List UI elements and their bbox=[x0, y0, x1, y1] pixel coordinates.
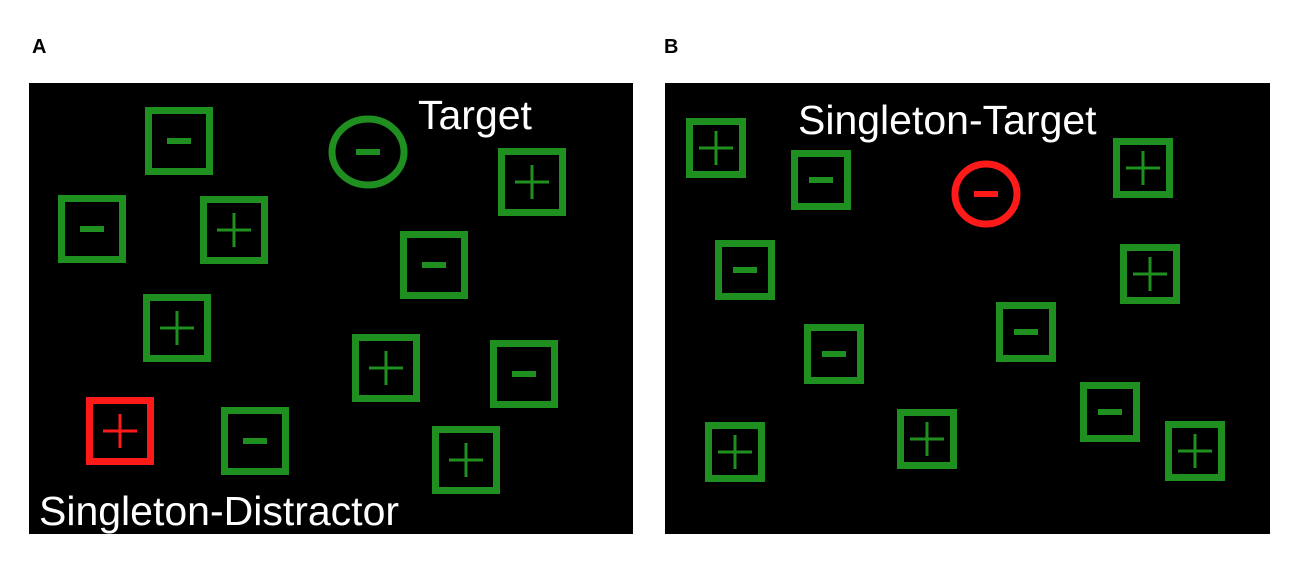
minus-square-item bbox=[221, 407, 289, 475]
plus-square-item bbox=[200, 196, 268, 264]
minus-sign bbox=[356, 149, 380, 155]
minus-square-item bbox=[1080, 382, 1140, 442]
square-frame bbox=[352, 334, 420, 402]
plus-square-item bbox=[352, 334, 420, 402]
panel-letter-a: A bbox=[32, 36, 47, 58]
minus-square-item bbox=[490, 340, 558, 408]
minus-sign bbox=[1014, 329, 1038, 335]
minus-sign bbox=[80, 226, 104, 232]
circle-frame bbox=[951, 160, 1021, 228]
plus-sign bbox=[1178, 434, 1212, 468]
plus-sign bbox=[910, 422, 944, 456]
target-item bbox=[328, 115, 408, 189]
search-display-b: Singleton-Target bbox=[665, 83, 1270, 534]
square-frame bbox=[1113, 138, 1173, 198]
square-frame bbox=[1080, 382, 1140, 442]
square-frame bbox=[432, 426, 500, 494]
search-display-a: Target Singleton-Distractor bbox=[29, 83, 633, 534]
plus-sign bbox=[160, 311, 194, 345]
plus-square-item bbox=[498, 148, 566, 216]
plus-sign bbox=[1126, 151, 1160, 185]
plus-sign bbox=[515, 165, 549, 199]
minus-sign bbox=[974, 191, 998, 197]
minus-square-item bbox=[996, 302, 1056, 362]
square-frame bbox=[86, 397, 154, 465]
square-frame bbox=[143, 294, 211, 362]
square-frame bbox=[996, 302, 1056, 362]
minus-sign bbox=[243, 438, 267, 444]
square-frame bbox=[791, 150, 851, 210]
label-target: Target bbox=[418, 92, 532, 138]
square-frame bbox=[1120, 244, 1180, 304]
plus-square-item bbox=[432, 426, 500, 494]
minus-square-item bbox=[145, 107, 213, 175]
minus-square-item bbox=[804, 324, 864, 384]
minus-sign bbox=[512, 371, 536, 377]
minus-sign bbox=[822, 351, 846, 357]
search-items-a bbox=[58, 107, 566, 494]
plus-square-item bbox=[1113, 138, 1173, 198]
panel-letter-b: B bbox=[664, 36, 679, 58]
square-frame bbox=[400, 231, 468, 299]
minus-sign bbox=[809, 177, 833, 183]
plus-square-item bbox=[897, 409, 957, 469]
square-frame bbox=[804, 324, 864, 384]
square-frame bbox=[498, 148, 566, 216]
square-frame bbox=[490, 340, 558, 408]
plus-sign bbox=[217, 213, 251, 247]
plus-square-item bbox=[686, 118, 746, 178]
square-frame bbox=[897, 409, 957, 469]
minus-square-item bbox=[400, 231, 468, 299]
plus-sign bbox=[718, 435, 752, 469]
square-frame bbox=[686, 118, 746, 178]
singleton-distractor-item bbox=[86, 397, 154, 465]
singleton-target-item bbox=[951, 160, 1021, 228]
square-frame bbox=[715, 240, 775, 300]
minus-square-item bbox=[791, 150, 851, 210]
minus-sign bbox=[733, 267, 757, 273]
search-items-b bbox=[686, 118, 1225, 482]
plus-square-item bbox=[1120, 244, 1180, 304]
minus-square-item bbox=[58, 195, 126, 263]
plus-square-item bbox=[705, 422, 765, 482]
label-singleton-target: Singleton-Target bbox=[798, 97, 1097, 143]
label-singleton-distractor: Singleton-Distractor bbox=[39, 488, 400, 534]
minus-sign bbox=[167, 138, 191, 144]
square-frame bbox=[145, 107, 213, 175]
minus-square-item bbox=[715, 240, 775, 300]
plus-sign bbox=[103, 414, 137, 448]
plus-sign bbox=[1133, 257, 1167, 291]
square-frame bbox=[705, 422, 765, 482]
plus-sign bbox=[449, 443, 483, 477]
square-frame bbox=[221, 407, 289, 475]
square-frame bbox=[58, 195, 126, 263]
plus-square-item bbox=[1165, 421, 1225, 481]
minus-sign bbox=[1098, 409, 1122, 415]
square-frame bbox=[200, 196, 268, 264]
square-frame bbox=[1165, 421, 1225, 481]
minus-sign bbox=[422, 262, 446, 268]
plus-square-item bbox=[143, 294, 211, 362]
plus-sign bbox=[699, 131, 733, 165]
plus-sign bbox=[369, 351, 403, 385]
circle-frame bbox=[328, 115, 408, 189]
